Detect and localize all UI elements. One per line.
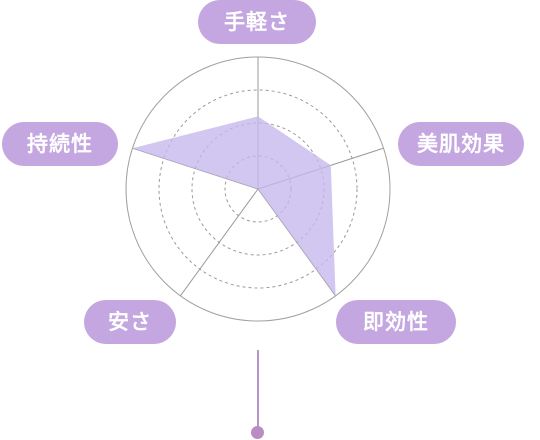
axis-label-1: 美肌効果 (398, 122, 524, 166)
axis-label-3: 安さ (84, 300, 176, 344)
data-area (132, 116, 336, 296)
grid-ring-3 (158, 89, 358, 289)
connector-dot (251, 426, 264, 439)
axis-spoke-4 (132, 147, 259, 190)
axis-spoke-2 (257, 188, 336, 297)
axis-label-4: 持続性 (2, 122, 118, 166)
axis-spoke-3 (180, 188, 259, 297)
connector-line (257, 350, 259, 430)
axis-label-2: 即効性 (336, 300, 456, 344)
axis-label-0: 手軽さ (198, 0, 316, 44)
